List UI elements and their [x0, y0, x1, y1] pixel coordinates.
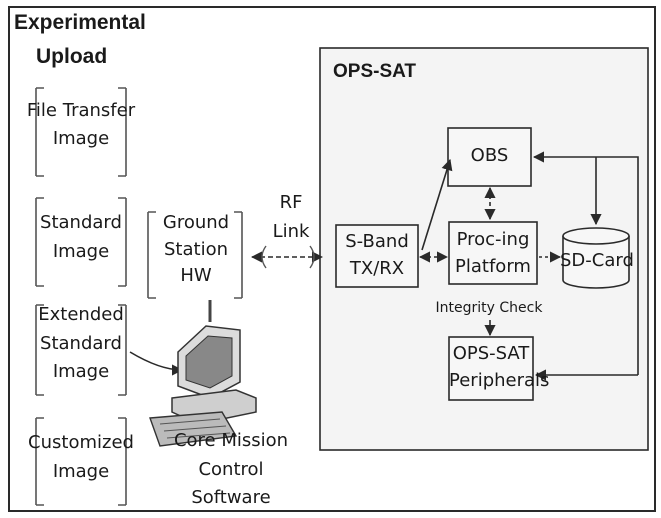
rf-link-line2: Link	[272, 220, 310, 242]
customized-line2: Image	[52, 460, 110, 482]
rf-wave-left	[261, 245, 267, 269]
extended-line3: Image	[52, 361, 110, 382]
obs-box	[447, 127, 532, 187]
rf-wave-right	[309, 245, 315, 269]
opssat-title: OPS-SAT	[333, 61, 417, 82]
obs-label: OBS	[470, 145, 509, 166]
core-mission-line3: Software	[191, 487, 271, 508]
ground-station-line2: Station	[164, 238, 228, 260]
proc-line1: Proc-ing	[456, 229, 530, 250]
sband-line2: TX/RX	[349, 257, 405, 279]
proc-box	[448, 221, 538, 285]
proc-label: Proc-ing Platform	[449, 229, 537, 278]
standard-image-label: Standard Image	[14, 212, 148, 263]
rf-link-line1: RF	[279, 192, 303, 213]
core-mission-label: Core Mission Control Software	[156, 430, 306, 510]
upload-title-line2: Upload	[36, 45, 108, 68]
sdcard-label: SD-Card	[560, 250, 634, 271]
extended-line1: Extended	[38, 304, 124, 325]
arrow-sband-obs	[421, 158, 453, 251]
extended-standard-image-label: Extended Standard Image	[14, 304, 148, 384]
rf-link-label: RF Link	[262, 192, 320, 243]
peripherals-line1: OPS-SAT	[452, 343, 530, 364]
integrity-check-label: Integrity Check	[435, 300, 543, 316]
sband-box	[335, 224, 419, 288]
ground-station-line3: HW	[180, 265, 212, 286]
sband-label: S-Band TX/RX	[336, 231, 418, 280]
peripherals-box	[448, 336, 534, 401]
customized-image-label: Customized Image	[14, 432, 148, 483]
image-brackets	[35, 87, 127, 506]
file-transfer-image-label: File Transfer Image	[14, 100, 148, 150]
upload-title-line1: Experimental	[14, 11, 146, 34]
standard-line2: Image	[52, 240, 110, 262]
ground-station-line1: Ground	[162, 212, 230, 233]
file-transfer-line2: Image	[52, 127, 110, 149]
arrow-bus-obs	[532, 151, 639, 375]
standard-line1: Standard	[40, 212, 122, 233]
file-transfer-line1: File Transfer	[26, 100, 136, 121]
computer-icon	[149, 300, 257, 447]
figure-frame	[8, 6, 656, 512]
core-mission-line2: Control	[198, 458, 264, 480]
ground-station-label: Ground Station HW	[150, 212, 242, 288]
extended-line2: Standard	[40, 332, 122, 354]
sband-line1: S-Band	[345, 231, 409, 252]
sdcard-cylinder	[562, 227, 630, 289]
customized-line1: Customized	[28, 432, 134, 453]
ground-station-bracket	[147, 211, 243, 299]
peripherals-label: OPS-SAT Peripherals	[449, 343, 550, 392]
peripherals-line2: Peripherals	[449, 369, 550, 391]
proc-line2: Platform	[455, 255, 531, 277]
core-mission-line1: Core Mission	[173, 430, 289, 451]
